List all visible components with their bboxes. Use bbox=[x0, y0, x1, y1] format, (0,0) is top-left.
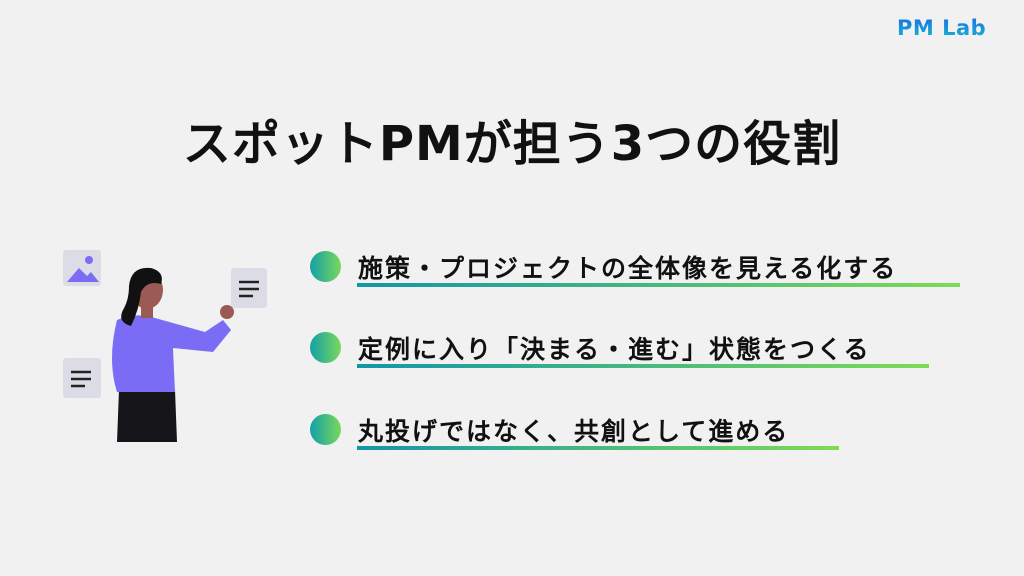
item-label: 丸投げではなく、共創として進める bbox=[358, 417, 790, 446]
bullet-icon bbox=[310, 332, 341, 363]
underline bbox=[357, 364, 929, 368]
underline bbox=[357, 446, 839, 450]
slide-title: スポットPMが担う3つの役割 bbox=[182, 116, 842, 172]
item-label: 定例に入り「決まる・進む」状態をつくる bbox=[358, 335, 871, 364]
item-label: 施策・プロジェクトの全体像を見える化する bbox=[358, 254, 898, 283]
pm-lab-logo: PM Lab bbox=[897, 16, 987, 40]
image-card-icon bbox=[63, 250, 101, 286]
document-card-icon bbox=[231, 268, 267, 308]
document-card-icon bbox=[63, 358, 101, 398]
bullet-icon bbox=[310, 414, 341, 445]
underline bbox=[357, 283, 960, 287]
bullet-icon bbox=[310, 251, 341, 282]
woman-presenting-illustration bbox=[63, 250, 267, 442]
